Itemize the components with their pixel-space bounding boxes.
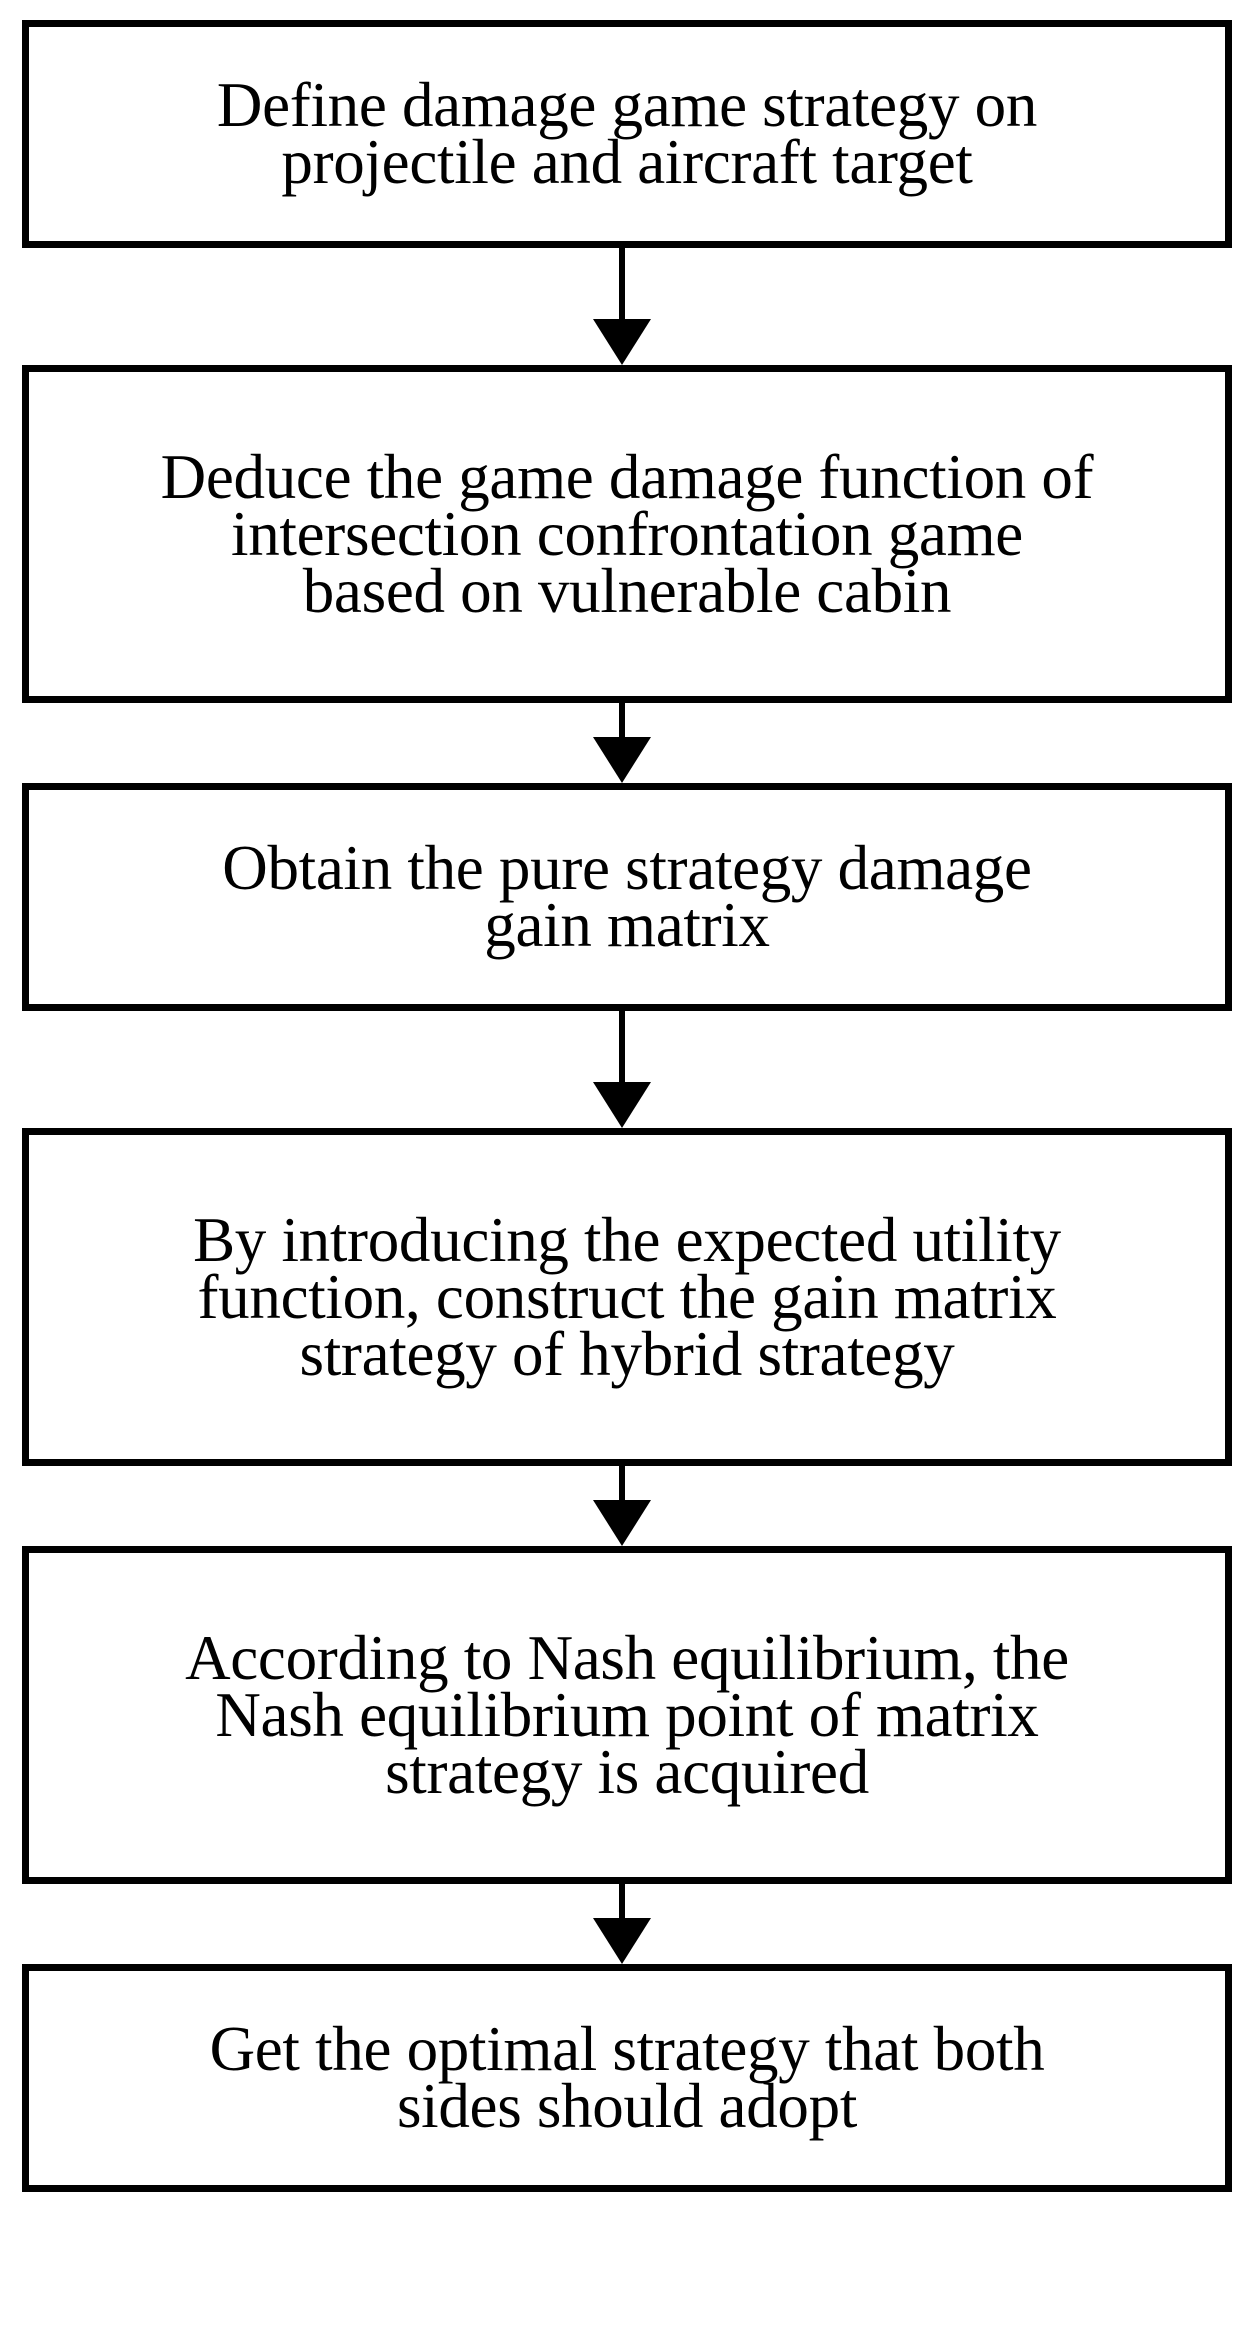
arrow-head-down-icon xyxy=(593,737,651,783)
flow-connector-2-to-3 xyxy=(0,703,1257,783)
arrow-head-down-icon xyxy=(593,1500,651,1546)
flow-connector-1-to-2 xyxy=(0,248,1257,365)
flow-connector-4-to-5 xyxy=(0,1466,1257,1546)
flow-node-4-label: By introducing the expected utility func… xyxy=(193,1204,1061,1389)
flow-node-1: Define damage game strategy on projectil… xyxy=(22,20,1232,248)
flow-connector-5-to-6 xyxy=(0,1884,1257,1964)
flow-node-4: By introducing the expected utility func… xyxy=(22,1128,1232,1466)
arrow-shaft-icon xyxy=(619,703,625,737)
arrow-shaft-icon xyxy=(619,1466,625,1500)
flow-node-3: Obtain the pure strategy damage gain mat… xyxy=(22,783,1232,1011)
arrow-shaft-icon xyxy=(619,1011,625,1082)
arrow-shaft-icon xyxy=(619,1884,625,1918)
arrow-head-down-icon xyxy=(593,1082,651,1128)
arrow-head-down-icon xyxy=(593,319,651,365)
arrow-head-down-icon xyxy=(593,1918,651,1964)
flow-node-6: Get the optimal strategy that both sides… xyxy=(22,1964,1232,2192)
flow-node-3-label: Obtain the pure strategy damage gain mat… xyxy=(222,833,1032,960)
flow-node-5: According to Nash equilibrium, the Nash … xyxy=(22,1546,1232,1884)
flow-node-5-label: According to Nash equilibrium, the Nash … xyxy=(185,1622,1069,1807)
flow-node-2: Deduce the game damage function of inter… xyxy=(22,365,1232,703)
flow-connector-3-to-4 xyxy=(0,1011,1257,1128)
flow-node-6-label: Get the optimal strategy that both sides… xyxy=(209,2014,1045,2141)
flow-node-1-label: Define damage game strategy on projectil… xyxy=(216,70,1038,197)
arrow-shaft-icon xyxy=(619,248,625,319)
flow-node-2-label: Deduce the game damage function of inter… xyxy=(160,441,1094,626)
